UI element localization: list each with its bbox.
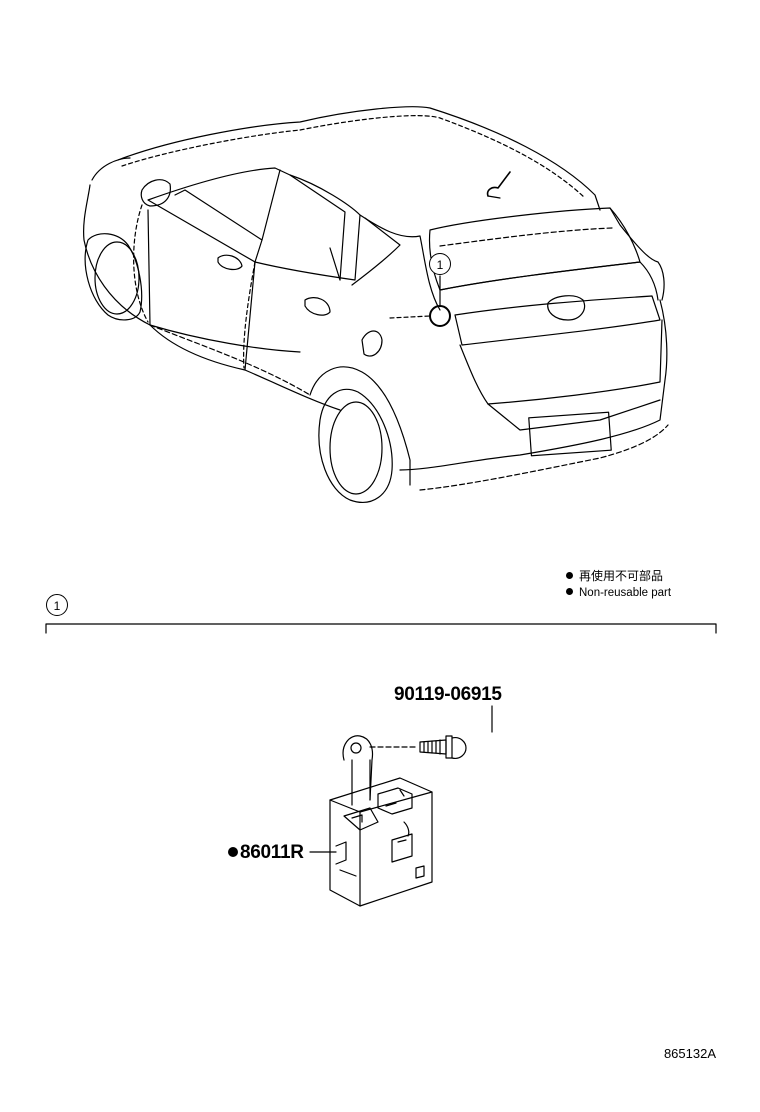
section-callout-1: 1 [46, 594, 68, 616]
legend-jp-text: 再使用不可部品 [579, 569, 664, 583]
section-bracket-line [45, 623, 717, 634]
antenna-amplifier-part-label[interactable]: 86011R [228, 842, 304, 864]
non-reusable-dot-icon [566, 588, 573, 595]
bolt-illustration [369, 705, 493, 759]
antenna-amplifier-part-number[interactable]: 86011R [240, 842, 304, 863]
non-reusable-dot-icon [566, 572, 573, 579]
legend-non-reusable-en: Non-reusable part [566, 586, 671, 600]
drawing-id: 865132A [663, 1046, 716, 1061]
legend-en-text: Non-reusable part [579, 587, 672, 599]
bolt-part-number[interactable]: 90119-06915 [394, 684, 502, 705]
legend-non-reusable-jp: 再使用不可部品 [566, 569, 663, 583]
antenna-amplifier-illustration [309, 735, 433, 907]
car-illustration [83, 106, 669, 503]
non-reusable-dot-icon [228, 847, 238, 857]
car-callout-1: 1 [429, 253, 451, 275]
